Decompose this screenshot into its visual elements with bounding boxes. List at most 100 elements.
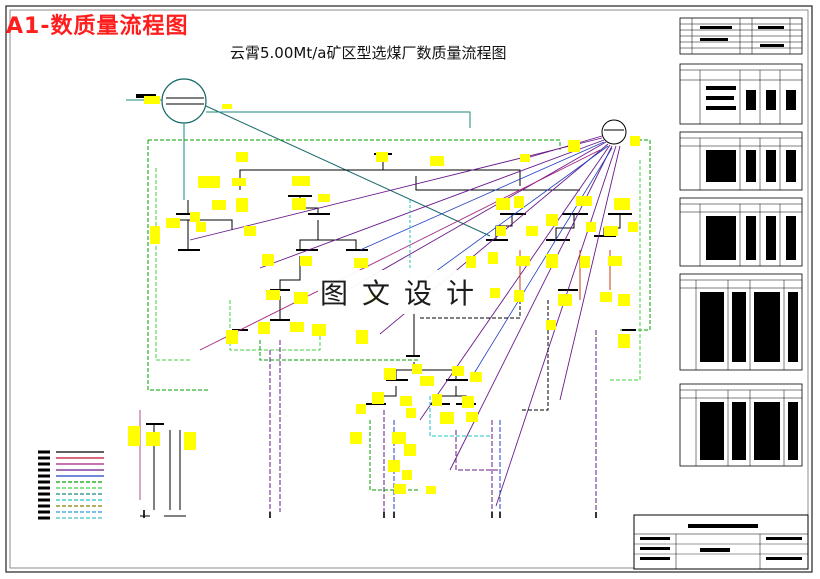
annotation-note [212,200,226,210]
annotation-note [294,292,308,304]
annotation-notes [128,96,640,494]
annotation-note [496,226,506,236]
raw-coal-bin [161,78,207,124]
annotation-note [404,444,416,456]
product-bin [601,119,627,145]
legend-key [38,462,50,466]
annotation-note [190,212,200,222]
data-table-4 [679,197,803,267]
annotation-note [222,104,232,109]
annotation-note [628,222,638,232]
legend-key [38,516,50,520]
annotation-note [466,412,478,422]
legend-key [38,456,50,460]
annotation-note [466,256,476,268]
annotation-note [452,366,464,376]
annotation-note [630,136,640,146]
legend-key [38,486,50,490]
annotation-note [546,214,558,226]
annotation-note [440,412,454,424]
inner-border [9,9,809,569]
annotation-note [412,364,422,374]
annotation-note [356,404,366,414]
annotation-note [576,196,592,206]
annotation-note [618,294,630,306]
annotation-note [350,432,362,444]
annotation-note [514,290,524,302]
annotation-note [488,252,498,264]
annotation-note [586,222,596,232]
annotation-note [258,322,270,334]
annotation-note [292,176,310,186]
data-table-6 [679,383,803,467]
annotation-note [376,152,388,162]
annotation-note [244,226,256,236]
annotation-note [514,196,524,208]
data-table-3 [679,131,803,191]
annotation-note [604,226,618,236]
annotation-note [546,254,558,268]
annotation-note [196,222,206,232]
legend-key [38,498,50,502]
annotation-note [300,256,312,266]
annotation-note [618,334,630,348]
data-table-2 [679,63,803,125]
drawing-border [5,5,813,573]
annotation-note [292,198,306,210]
annotation-note [384,368,396,380]
annotation-note [600,292,612,302]
annotation-note [232,178,246,186]
annotation-note [354,258,368,268]
data-table-5 [679,273,803,371]
annotation-note [392,432,406,444]
data-table-1 [679,17,803,55]
legend-key [38,504,50,508]
annotation-note [526,226,538,236]
annotation-note [402,470,412,480]
watermark: 图文设计 [318,270,490,314]
annotation-note [580,256,590,268]
annotation-note [516,256,530,266]
legend-key [38,492,50,496]
annotation-note [290,322,304,332]
annotation-note [520,154,530,162]
annotation-note [432,394,442,406]
annotation-note [394,484,406,494]
annotation-note [372,392,384,404]
annotation-note [558,294,572,306]
annotation-note [236,152,248,162]
annotation-note [318,194,330,202]
annotation-note [266,290,280,300]
annotation-note [146,432,160,446]
line-legend [38,450,104,520]
annotation-note [150,226,160,244]
legend-key [38,480,50,484]
annotation-note [356,330,368,344]
legend-key [38,468,50,472]
annotation-note [470,372,482,382]
annotation-note [226,330,238,344]
annotation-note [608,256,622,266]
annotation-note [462,396,474,408]
table-group [679,17,803,467]
annotation-note [236,198,248,212]
annotation-note [144,96,160,104]
annotation-note [568,140,580,152]
annotation-note [166,218,180,228]
document-label: A1-数质量流程图 [6,14,189,39]
annotation-note [430,156,444,166]
annotation-note [128,426,140,446]
legend-key [38,510,50,514]
annotation-note [388,460,400,472]
legend-key [38,450,50,454]
annotation-note [614,198,630,210]
annotation-note [426,486,436,494]
document-title: 云霄5.00Mt/a矿区型选煤厂数质量流程图 [230,44,507,62]
annotation-note [198,176,220,188]
annotation-note [496,198,510,210]
title-block [633,514,809,570]
annotation-note [490,288,500,298]
annotation-note [406,408,416,418]
annotation-note [400,396,412,406]
